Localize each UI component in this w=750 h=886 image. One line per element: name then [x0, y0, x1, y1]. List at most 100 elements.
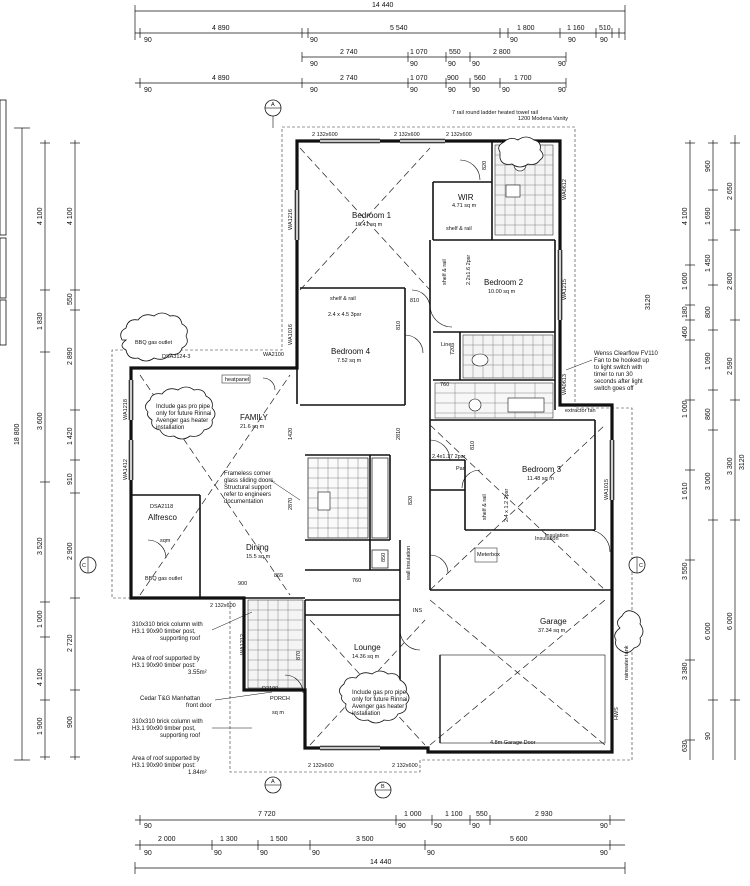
bathroom-tiles	[462, 334, 554, 379]
note-gas-pipe-lounge: Include gas pro pipe only for future Rin…	[352, 690, 407, 717]
bottom-dim-2: 1 000	[404, 811, 422, 818]
top-dim-5: 510	[599, 25, 611, 32]
dining-name: Dining	[246, 543, 269, 552]
bedroom2-area: 10.00 sq m	[488, 289, 516, 295]
door-size-4: 720	[450, 346, 456, 355]
wir-area: 4.71 sq m	[452, 203, 477, 209]
right-col1-dim-6: 1 610	[682, 482, 689, 500]
window-size-labels: 2 132x600 2 132x600 2 132x600 2 132x600 …	[123, 132, 610, 769]
bedroom1-name: Bedroom 1	[352, 211, 392, 220]
left-col1-dim-1: 4 100	[37, 207, 44, 225]
bbq-gas-outlet-2: BBQ gas outlet	[145, 576, 182, 582]
note-brick-column-2: 310x310 brick column with H3.1 90x90 tim…	[132, 719, 203, 739]
note-roof-area-1: Area of roof supported by H3.1 90x90 tim…	[132, 656, 207, 676]
left-col2-dim-6: 2 900	[67, 542, 74, 560]
shelf-rail-wir: shelf & rail	[446, 226, 472, 232]
bottom-row2-dim-1: 2 000	[158, 836, 176, 843]
top-row3-wall-6: 90	[502, 87, 510, 94]
robe-b4: 2.4 x 4.5 3psr	[328, 312, 361, 318]
svg-text:310x310 brick column with: 310x310 brick column with	[132, 719, 203, 725]
cloud-note-family	[145, 386, 216, 440]
top-dim-4: 1 160	[567, 25, 585, 32]
svg-text:Cedar T&G Manhattan: Cedar T&G Manhattan	[140, 696, 200, 702]
shelf-rail-b2: shelf & rail	[442, 259, 448, 285]
window-size-3: 2 132x600	[446, 132, 472, 138]
vanity-label: 1200 Modena Vanity	[518, 116, 568, 122]
top-row2-wall-4: 90	[472, 61, 480, 68]
bottom-wall-4: 90	[472, 823, 480, 830]
left-col1-dim-3: 3 600	[37, 412, 44, 430]
bbq-gas-outlet-1: BBQ gas outlet	[135, 340, 172, 346]
door-d2100: D2100	[262, 686, 278, 692]
svg-text:H3.1 90x90 timber post:: H3.1 90x90 timber post:	[132, 763, 196, 769]
bottom-dim-5: 2 930	[535, 811, 553, 818]
right-col1-dim-8: 3 380	[682, 662, 689, 680]
svg-text:Area of roof supported by: Area of roof supported by	[132, 656, 200, 662]
svg-text:Include gas pro pipe: Include gas pro pipe	[156, 404, 211, 410]
door-size-7: 760	[352, 578, 361, 584]
bedroom4-name: Bedroom 4	[331, 347, 371, 356]
linen-name: Linen	[441, 342, 454, 348]
svg-text:installation: installation	[352, 711, 380, 717]
door-size-14: 865	[274, 573, 283, 579]
right-col2-dim-9: 90	[705, 732, 712, 740]
top-wall-4: 90	[568, 37, 576, 44]
door-size-15: 900	[238, 581, 247, 587]
note-gas-pipe-family: Include gas pro pipe only for future Rin…	[156, 404, 211, 431]
note-brick-column-1: 310x310 brick column with H3.1 90x90 tim…	[132, 622, 203, 642]
section-c-label: C	[82, 563, 86, 569]
top-wall-2: 90	[310, 37, 318, 44]
window-size-1: 2 132x600	[312, 132, 338, 138]
note-front-door: Cedar T&G Manhattan front door	[140, 696, 212, 709]
note-frameless-doors: Frameless corner glass sliding doors. St…	[224, 471, 275, 505]
svg-text:only for future Rinnai: only for future Rinnai	[156, 411, 211, 417]
top-row3-wall-1: 90	[144, 87, 152, 94]
top-row3-wall-4: 90	[448, 87, 456, 94]
right-col2-dim-1: 960	[705, 160, 712, 172]
bottom-row2-wall-5: 90	[427, 850, 435, 857]
family-name: FAMILY	[240, 413, 269, 422]
top-row3-dim-4: 900	[447, 75, 459, 82]
svg-text:timer to run 30: timer to run 30	[594, 372, 633, 378]
dining-area: 15.5 sq m	[246, 554, 271, 560]
alfresco-area: sqm	[160, 538, 171, 544]
roof-hip-lines	[139, 147, 606, 746]
svg-text:front door: front door	[186, 703, 212, 709]
svg-text:switch goes off: switch goes off	[594, 386, 634, 392]
top-row3-dim-6: 1 700	[514, 75, 532, 82]
top-wall-1: 90	[144, 37, 152, 44]
window-wa1216: WA1216	[288, 209, 294, 230]
left-col2-dim-7: 2 720	[67, 634, 74, 652]
top-row3-dim-1: 4 890	[212, 75, 230, 82]
svg-text:Include gas pro pipe: Include gas pro pipe	[352, 690, 407, 696]
left-col2-dim-2: 550	[67, 293, 74, 305]
porch-area: sq m	[272, 710, 284, 716]
bottom-row2-dim-4: 3 500	[356, 836, 374, 843]
right-col2-dim-6: 860	[705, 408, 712, 420]
shelf-rail-b3: shelf & rail	[482, 494, 488, 520]
wir-name: WIR	[458, 193, 474, 202]
top-dim-1: 4 890	[212, 25, 230, 32]
window-wa1212: WA1212	[240, 634, 246, 655]
bottom-row2-dim-3: 1 500	[270, 836, 288, 843]
svg-text:Fan to be hooked up: Fan to be hooked up	[594, 358, 650, 364]
rainwater-label: rainwater tank	[624, 645, 630, 680]
left-col2-dim-1: 4 100	[67, 207, 74, 225]
window-size-2: 2 132x600	[394, 132, 420, 138]
cloud-note-bbq	[120, 312, 188, 362]
kitchen-benches	[307, 457, 389, 569]
top-dimensions: 14 440 4 890 5 540 1 800 1 160 510 90 90…	[134, 2, 626, 94]
window-size-6: 2 132x600	[210, 603, 236, 609]
garage-car-space	[439, 654, 606, 744]
svg-text:310x310 brick column with: 310x310 brick column with	[132, 622, 203, 628]
cloud-note-lounge	[339, 670, 410, 724]
top-row3-wall-5: 90	[472, 87, 480, 94]
window-wa0613: WA0613	[562, 374, 568, 395]
exhaust-label: extractor fan	[565, 408, 596, 414]
pan-name: Pan	[456, 466, 466, 472]
garage-area: 37.34 sq m	[538, 628, 566, 634]
cloud-note-ensuite	[498, 136, 544, 168]
svg-text:H3.1 90x90 timber post,: H3.1 90x90 timber post,	[132, 629, 196, 635]
lounge-name: Lounge	[354, 643, 381, 652]
